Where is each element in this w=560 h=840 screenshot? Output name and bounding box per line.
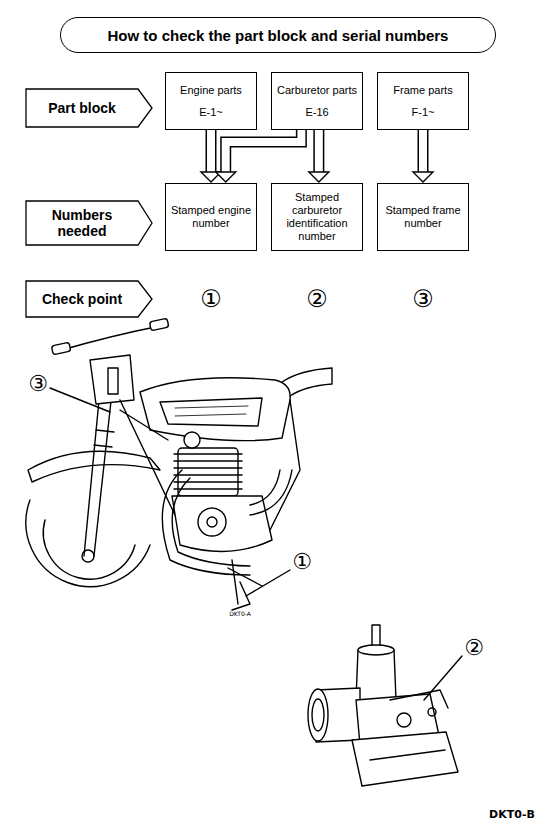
part-block-box: Frame partsF-1~ [377,72,469,130]
crankcase-cover [198,508,226,536]
arrow-shaft-fill [226,130,302,173]
spark-plug-cap [184,432,200,448]
float-bowl [352,732,458,786]
part-block-box: Carburetor partsE-16 [271,72,363,130]
number-box: Stamped engine number [165,183,257,251]
pentagon-shape [26,281,152,317]
tank-badge [160,398,262,426]
carburetor-intake [250,470,292,515]
arrow-head [413,172,433,182]
arrow-shaft-fill [207,130,215,173]
number-box: Stamped frame number [377,183,469,251]
node-text: Engine parts [180,84,242,97]
front-fork [84,390,112,556]
row-label: Part block [25,88,153,128]
title-frame: How to check the part block and serial n… [60,17,496,53]
callout-number: ② [463,637,485,659]
row-label: Numbers needed [25,200,153,246]
callout-number: ③ [411,287,435,311]
idle-screw [397,713,411,727]
cylinder-fin [174,467,242,468]
cylinder-fin [174,481,242,482]
node-text: E-16 [305,106,328,119]
hollow-arrow [216,130,302,182]
node-text: Carburetor parts [277,84,357,97]
arrow-shaft-fill [419,130,427,173]
node-text: Stamped frame number [378,204,468,230]
fuel-tank [140,378,290,441]
carburetor-body-top [390,690,448,708]
arrow-head [216,172,236,182]
callout-number: ① [199,287,223,311]
arrow-shaft-outline [313,130,324,173]
arrow-head [309,172,329,182]
front-rim [43,520,135,579]
callout-number: ① [291,551,313,573]
node-text: F-1~ [412,106,435,119]
figure-code: DKT0-B [488,809,536,820]
leader-line [246,570,290,596]
title: How to check the part block and serial n… [108,27,449,44]
node-text: Numbers needed [41,207,123,239]
slide-chamber [356,650,396,700]
leader-line [50,388,110,412]
arrow-shaft-fill [315,130,323,173]
node-text: Check point [42,291,122,307]
motorcycle-drawing [26,318,332,610]
cylinder-fin [174,460,242,461]
hollow-arrow [309,130,329,182]
handlebar [62,326,160,350]
pentagon-shape [26,89,152,127]
number-plate [90,355,134,404]
node-text: Stamped carburetor identification number [272,191,362,243]
carburetor-drawing [308,625,462,786]
arrow-shaft-outline [418,130,429,173]
node-text: Stamped engine number [166,204,256,230]
cylinder-fin [174,474,242,475]
grip [149,318,168,331]
pilot-screw [428,708,436,716]
cylinder-fin [174,453,242,454]
arrow-shaft-outline [226,130,302,173]
arrow-shaft-outline [206,130,217,173]
cylinder-fin [174,488,242,489]
node-text: Part block [48,100,116,116]
throttle-cable-fitting [372,625,380,647]
brake-lever [232,560,238,604]
part-block-box: Engine partsE-1~ [165,72,257,130]
node-text: Frame parts [393,84,452,97]
float-bowl-seam [370,750,445,760]
intake-bore [308,689,328,741]
chamber-top [358,645,394,655]
number-box: Stamped carburetor identification number [271,183,363,251]
node-text: E-1~ [199,106,223,119]
exhaust-pipe [162,470,250,575]
callout-number: ② [305,287,329,311]
seat [282,368,332,396]
pentagon-shape [26,201,152,245]
connector-layer [201,130,433,182]
hollow-arrow [413,130,433,182]
fork-boot [94,430,114,447]
crankcase-cover [207,517,217,527]
intake-bore [312,699,324,731]
leader-line [424,656,462,700]
steering-head [108,368,118,394]
grip [51,342,70,355]
crankcase [172,496,272,551]
figure-code: DKT0-A [228,611,252,617]
tank-stripe [175,406,248,416]
callout-number: ③ [27,373,49,395]
row-label: Check point [25,280,153,318]
